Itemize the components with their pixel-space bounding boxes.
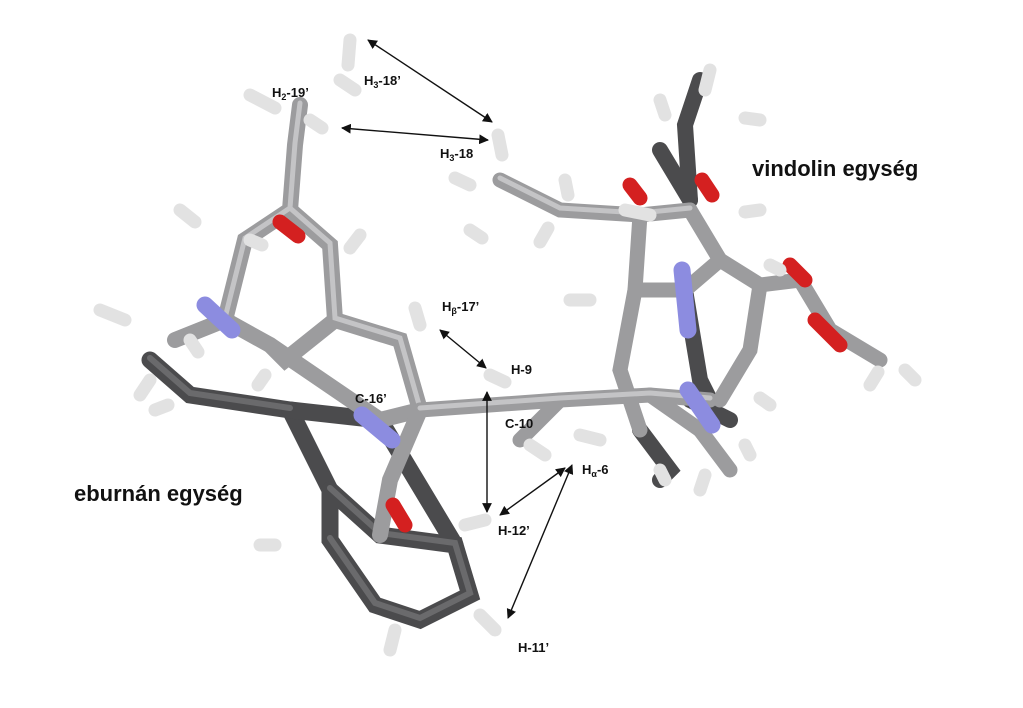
noe-arrows xyxy=(341,39,574,619)
label-eburnan-unit: eburnán egység xyxy=(74,481,243,506)
label-ha-6: Hα-6 xyxy=(582,462,609,479)
hydrogen-atoms xyxy=(93,33,922,657)
label-h3-18: H3-18 xyxy=(440,146,473,163)
label-h9: H-9 xyxy=(511,362,532,377)
unit-labels: vindolin egység eburnán egység xyxy=(74,156,918,506)
label-h12p: H-12’ xyxy=(498,523,530,538)
label-c10: C-10 xyxy=(505,416,533,431)
label-h2-19p: H2-19’ xyxy=(272,85,309,102)
arrow-h2-19p-h3-18 xyxy=(341,123,489,145)
arrow-h3-18p-h3-18 xyxy=(367,39,493,123)
eburnan-light-highlight xyxy=(222,100,423,411)
atom-labels: H2-19’ H3-18’ H3-18 Hβ-17’ H-9 C-16’ C-1… xyxy=(272,73,609,655)
nitrogen-atoms xyxy=(196,261,721,449)
label-h3-18p: H3-18’ xyxy=(364,73,401,90)
label-c16p: C-16’ xyxy=(355,391,387,406)
label-h11p: H-11’ xyxy=(518,640,549,655)
arrow-ha-6-h11p xyxy=(506,464,574,619)
label-vindolin-unit: vindolin egység xyxy=(752,156,918,181)
oxygen-atoms xyxy=(272,172,848,533)
arrow-hb-17p-h9 xyxy=(439,329,487,369)
label-hb-17p: Hβ-17’ xyxy=(442,299,479,316)
arrow-ha-6-h12p xyxy=(499,467,566,516)
molecule-model xyxy=(93,33,922,657)
